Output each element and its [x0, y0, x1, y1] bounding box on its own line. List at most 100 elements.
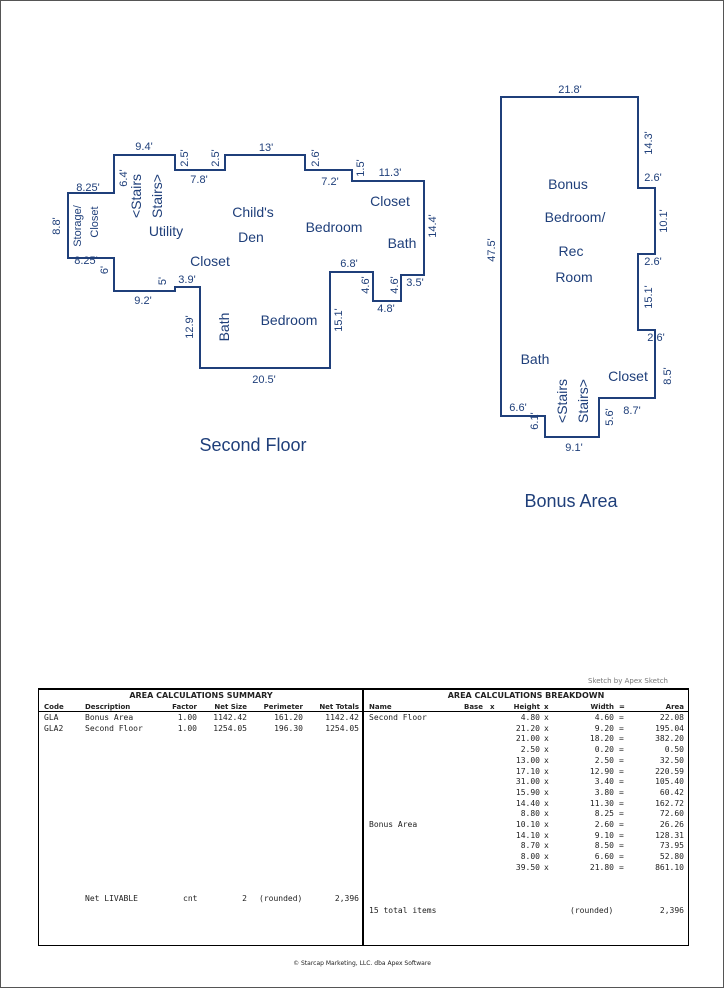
net-livable-count: 2 [242, 894, 247, 903]
table-cell: = [619, 766, 624, 776]
table-cell: x [544, 713, 549, 722]
dim-label: 8.25' [76, 182, 100, 194]
table-cell: 161.20 [274, 713, 303, 722]
table-cell: 12.90 [589, 766, 614, 776]
table-cell: 9.10 [594, 830, 614, 840]
dim-label: 4.8' [377, 303, 394, 315]
table-cell: x [544, 723, 549, 733]
table-cell: 11.30 [589, 798, 614, 808]
table-cell: x [544, 766, 549, 776]
area-breakdown-table: AREA CALCULATIONS BREAKDOWN Name Base x … [362, 688, 689, 946]
copyright-footer: © Starcap Marketing, LLC. dba Apex Softw… [293, 960, 431, 967]
table-cell: = [619, 734, 624, 744]
dim-label: 11.3' [379, 167, 402, 179]
dim-label: 9.4' [135, 141, 152, 153]
table-cell: = [619, 830, 624, 840]
table-cell: 8.70 [520, 841, 540, 851]
table-cell: = [619, 745, 624, 755]
room-label: Bath [521, 351, 550, 367]
dim-label: 5.6' [604, 408, 616, 425]
room-label: Bath [216, 313, 232, 342]
breakdown-name: Bonus Area [369, 820, 418, 829]
col-header: Height [513, 703, 540, 711]
table-cell: 60.42 [659, 787, 684, 797]
room-label: Utility [149, 223, 183, 239]
table-cell: 22.08 [659, 713, 684, 722]
table-cell: 72.60 [659, 809, 684, 819]
dim-label: 10.1' [658, 209, 670, 233]
col-header: Description [85, 703, 131, 711]
table-cell: 128.31 [655, 830, 684, 840]
dim-label: 47.5' [486, 238, 498, 262]
col-header: Name [369, 703, 392, 711]
dim-label: 6.6' [509, 402, 526, 414]
dim-label: 8.5' [662, 367, 674, 384]
table-cell: 52.80 [659, 852, 684, 862]
breakdown-name: Second Floor [369, 713, 427, 722]
table-cell: 1.00 [177, 724, 197, 733]
net-livable-rounded: (rounded) [259, 894, 303, 903]
table-cell: 1.00 [177, 713, 197, 722]
room-label: Child's [232, 204, 274, 220]
second-floor-outline [67, 154, 425, 369]
dim-label: 14.4' [427, 214, 439, 238]
table-cell: 1142.42 [213, 713, 247, 722]
table-cell: = [619, 713, 624, 722]
table-cell: 1254.05 [213, 724, 247, 733]
table-cell: 26.26 [659, 820, 684, 829]
dim-label: 2.6' [310, 149, 322, 166]
rounded-label: (rounded) [570, 906, 614, 915]
dim-label: 3.9' [178, 274, 195, 286]
col-header: Area [665, 703, 684, 711]
table-cell: x [544, 787, 549, 797]
table-cell: 39.50 [515, 862, 540, 872]
table-cell: 382.20 [655, 734, 684, 744]
room-label: Den [238, 229, 264, 245]
table-cell: 73.95 [659, 841, 684, 851]
table-cell: x [544, 745, 549, 755]
table-cell: 2.50 [594, 755, 614, 765]
table-cell: GLA2 [44, 724, 64, 733]
table-cell: 105.40 [655, 777, 684, 787]
table-cell: 3.40 [594, 777, 614, 787]
room-label: <Stairs [128, 174, 144, 218]
dim-label: 15.1' [643, 285, 655, 309]
breakdown-title: AREA CALCULATIONS BREAKDOWN [447, 691, 605, 700]
dim-label: 14.3' [643, 131, 655, 155]
table-cell: = [619, 852, 624, 862]
table-cell: 14.10 [515, 830, 540, 840]
table-cell: = [619, 820, 624, 829]
table-cell: 15.90 [515, 787, 540, 797]
room-label: Rec [559, 243, 584, 259]
table-cell: = [619, 755, 624, 765]
table-cell: 31.00 [515, 777, 540, 787]
dim-label: 7.2' [321, 176, 338, 188]
room-label: Bedroom [261, 312, 318, 328]
table-cell: 1254.05 [325, 724, 359, 733]
plan-title: Bonus Area [524, 491, 618, 511]
table-cell: 2.60 [594, 820, 614, 829]
rounded-total: 2,396 [659, 906, 684, 915]
table-cell: = [619, 841, 624, 851]
col-header: Net Size [214, 703, 247, 711]
table-cell: 10.10 [515, 820, 540, 829]
table-cell: x [544, 820, 549, 829]
bonus-area-outline [500, 96, 656, 438]
summary-title: AREA CALCULATIONS SUMMARY [129, 691, 273, 700]
dim-label: 8.8' [51, 217, 63, 234]
table-cell: 17.10 [515, 766, 540, 776]
dim-label: 2.5' [210, 149, 222, 166]
dim-label: 20.5' [252, 374, 276, 386]
dim-label: 1.5' [355, 159, 367, 176]
dim-label: 4.6' [360, 276, 372, 293]
net-livable-label: Net LIVABLE [85, 894, 138, 903]
table-cell: 0.50 [664, 745, 684, 755]
sketch-credit: Sketch by Apex Sketch [588, 677, 668, 685]
table-cell: 9.20 [594, 723, 614, 733]
dim-label: 2.6' [647, 332, 664, 344]
dim-label: 5' [157, 277, 169, 285]
room-label: Closet [608, 368, 648, 384]
table-cell: 8.80 [520, 809, 540, 819]
room-label: Closet [370, 193, 410, 209]
table-cell: 13.00 [515, 755, 540, 765]
